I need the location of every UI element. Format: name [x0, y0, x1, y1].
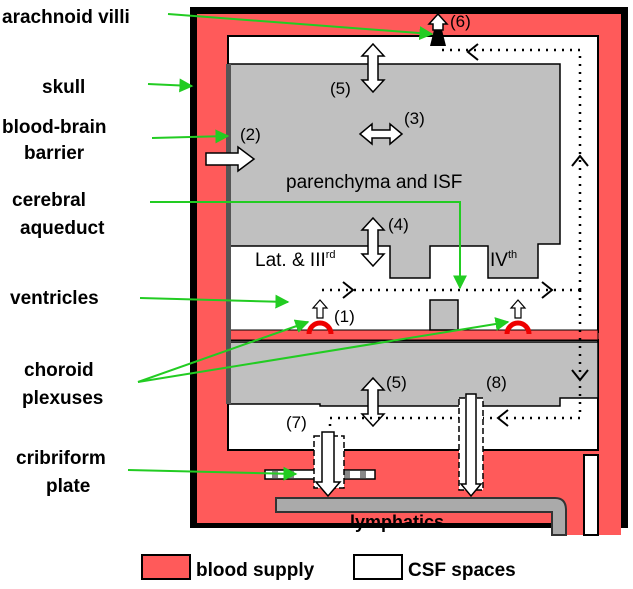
label-cerebral: cerebral [12, 190, 86, 211]
pointer-blood-brain-barrier [151, 129, 230, 144]
cribriform-hole [360, 471, 366, 478]
cribriform-hole [344, 471, 350, 478]
arrow-2 [205, 145, 256, 173]
neck-channel-inner [583, 454, 599, 536]
number-3: (3) [404, 109, 425, 128]
flow-chevron [466, 43, 479, 61]
pointer-ventricles [139, 294, 290, 309]
arrow-5-bottom [360, 376, 386, 428]
flow-chevron [541, 281, 554, 299]
csf-flow-path [322, 48, 582, 440]
number-5-bottom: (5) [386, 373, 407, 392]
drainage-arrow-7 [314, 431, 342, 498]
arrow-3 [358, 122, 404, 146]
label-fourth-ventricle: IVth [490, 249, 517, 271]
label-skull: skull [42, 77, 85, 98]
arrow-4 [360, 216, 386, 268]
legend-blood-swatch [141, 554, 191, 580]
drainage-arrow-8 [459, 393, 483, 498]
label-lymphatics: lymphatics [350, 512, 444, 532]
arrow-5-top [360, 42, 386, 94]
choroid-plexus-icon [306, 320, 334, 335]
legend-csf-label: CSF spaces [408, 560, 516, 581]
legend-csf-swatch [353, 554, 403, 580]
arachnoid-villus-icon [430, 30, 446, 46]
label-plate: plate [46, 476, 90, 497]
label-choroid: choroid [24, 360, 94, 381]
label-parenchyma: parenchyma and ISF [286, 172, 462, 193]
label-aqueduct: aqueduct [20, 218, 105, 239]
parenchyma-lower [227, 341, 599, 407]
number-7: (7) [286, 413, 307, 432]
label-cribriform: cribriform [16, 448, 106, 469]
number-5-top: (5) [330, 79, 351, 98]
number-4: (4) [388, 215, 409, 234]
blood-brain-barrier-line [226, 64, 231, 404]
label-arachnoid-villi: arachnoid villi [2, 7, 130, 28]
secretion-arrow-icon [509, 299, 527, 319]
pointer-choroid-right [137, 317, 510, 383]
lymphatics-vessel [275, 497, 567, 536]
label-ventricles: ventricles [10, 288, 99, 309]
label-lateral-third-ventricles: Lat. & IIIrd [255, 249, 336, 271]
label-plexuses: plexuses [22, 388, 103, 409]
villus-outflow-arrow [427, 12, 449, 31]
number-8: (8) [486, 373, 507, 392]
label-barrier: barrier [24, 143, 85, 164]
pointer-arachnoid-villi [167, 13, 434, 41]
pointer-arrows [127, 13, 510, 481]
flow-chevron [496, 409, 509, 427]
label-blood-brain: blood-brain [2, 117, 106, 138]
pointer-cerebral-aqueduct [150, 201, 467, 290]
parenchyma-upper [227, 63, 561, 279]
number-1: (1) [334, 307, 355, 326]
flow-chevron [342, 281, 355, 299]
number-6: (6) [450, 12, 471, 31]
pointer-choroid-left [137, 319, 310, 383]
pointer-cribriform [127, 466, 298, 481]
legend-blood-label: blood supply [196, 560, 315, 581]
number-2: (2) [240, 125, 261, 144]
flow-chevron [571, 369, 589, 382]
flow-chevron [571, 154, 589, 167]
ventricle-septum [429, 299, 459, 331]
pointer-skull [147, 78, 194, 93]
secretion-arrow-icon [311, 299, 329, 319]
